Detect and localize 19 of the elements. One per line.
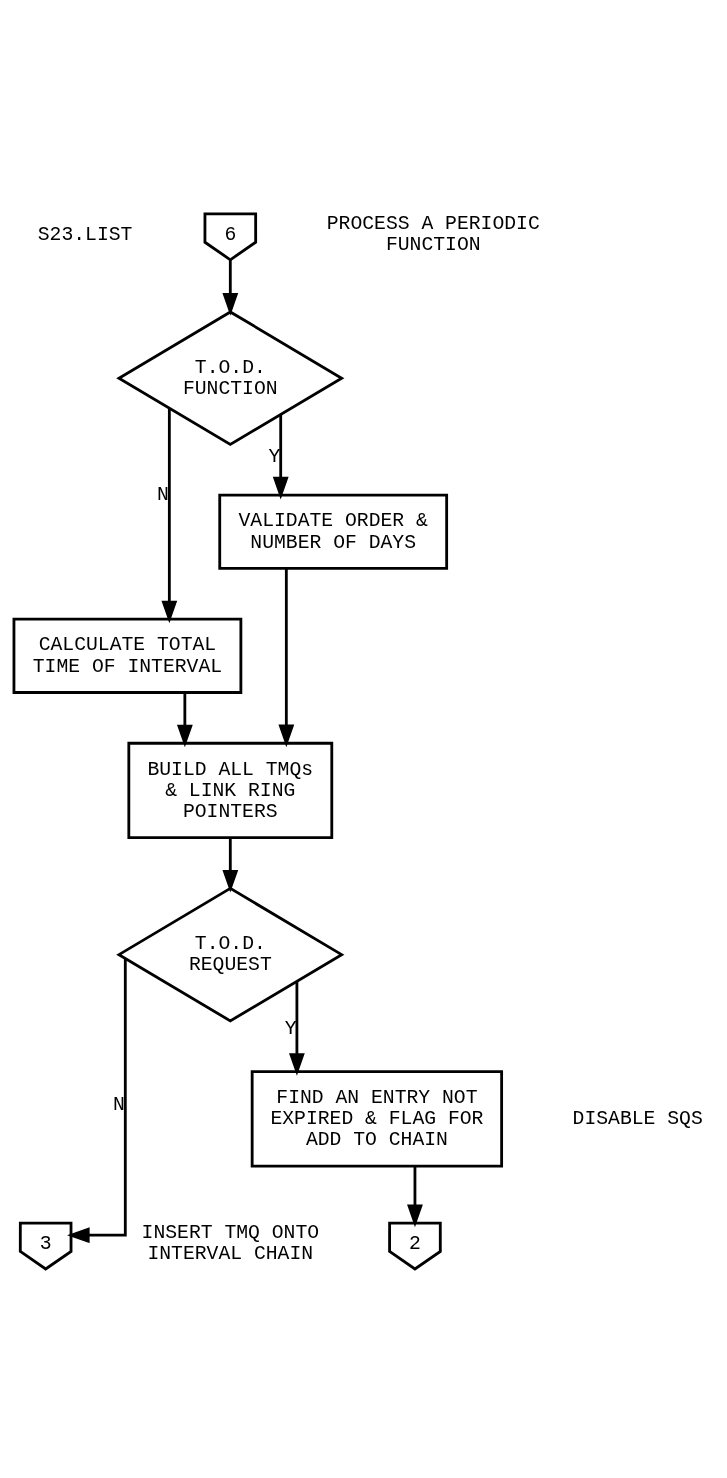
edge-label: N [157,483,169,506]
node-box: BUILD ALL TMQs & LINK RING POINTERS [127,741,334,840]
label: S23.LIST [37,223,133,246]
arrow [407,1166,423,1228]
node-box: CALCULATE TOTAL TIME OF INTERVAL [12,617,243,694]
edge-label: N [113,1094,125,1117]
arrow [222,260,239,316]
node-box: VALIDATE ORDER & NUMBER OF DAYS [218,493,449,570]
arrow [176,692,193,748]
label: DISABLE SQS [572,1108,703,1131]
node-diamond: T.O.D. FUNCTION [116,310,345,447]
node-label: PROCESS A PERIODIC FUNCTION [326,213,540,257]
arrow [67,958,127,1244]
arrow [278,568,295,748]
arrow [161,408,178,624]
arrow [222,837,239,893]
node-box: FIND AN ENTRY NOT EXPIRED & FLAG FOR ADD TO CHAIN [250,1070,504,1168]
arrow [289,981,305,1076]
node-label: INSERT TMQ ONTO INTERVAL CHAIN [141,1222,320,1266]
